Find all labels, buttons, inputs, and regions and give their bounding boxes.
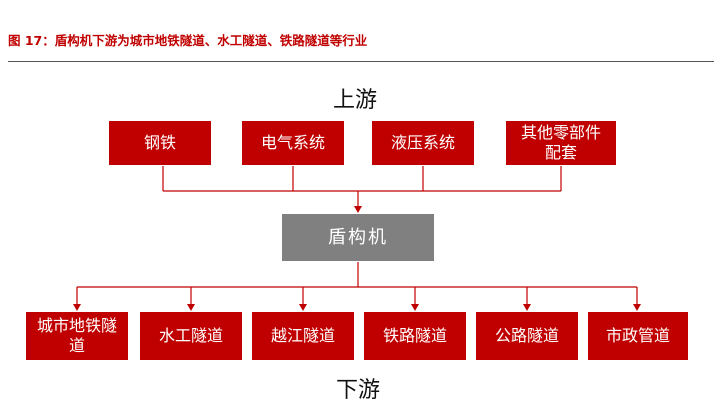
upstream-box-label: 液压系统: [390, 133, 455, 152]
downstream-box-label: 越江隧道: [270, 326, 335, 345]
upstream-box-label: 电气系统: [260, 133, 325, 152]
downstream-box-label: 公路隧道: [494, 326, 559, 345]
downstream-box-river-crossing: 越江隧道: [251, 311, 355, 361]
downstream-label: 下游: [335, 378, 380, 403]
downstream-box-label: 市政管道: [605, 326, 670, 345]
downstream-box-label: 城市地铁隧道: [36, 316, 117, 355]
upstream-box-label: 钢铁: [143, 133, 176, 152]
downstream-box-label: 铁路隧道: [382, 326, 447, 345]
downstream-box-hydraulic-tunnel: 水工隧道: [139, 311, 243, 361]
upstream-box-electrical: 电气系统: [241, 120, 345, 166]
title-divider: [8, 61, 714, 62]
center-box-label: 盾构机: [328, 226, 388, 248]
upstream-box-hydraulic: 液压系统: [371, 120, 475, 166]
downstream-box-metro: 城市地铁隧道: [25, 311, 129, 361]
center-box-tbm: 盾构机: [281, 213, 435, 262]
downstream-box-label: 水工隧道: [158, 326, 223, 345]
upstream-box-other-parts: 其他零部件配套: [505, 120, 617, 166]
upstream-box-steel: 钢铁: [108, 120, 212, 166]
downstream-box-municipal-pipeline: 市政管道: [587, 311, 689, 361]
figure-title: 图 17：盾构机下游为城市地铁隧道、水工隧道、铁路隧道等行业: [8, 33, 368, 48]
downstream-box-railway: 铁路隧道: [363, 311, 467, 361]
upstream-label: 上游: [332, 88, 377, 113]
upstream-box-label: 其他零部件配套: [520, 123, 601, 162]
downstream-box-highway: 公路隧道: [475, 311, 579, 361]
